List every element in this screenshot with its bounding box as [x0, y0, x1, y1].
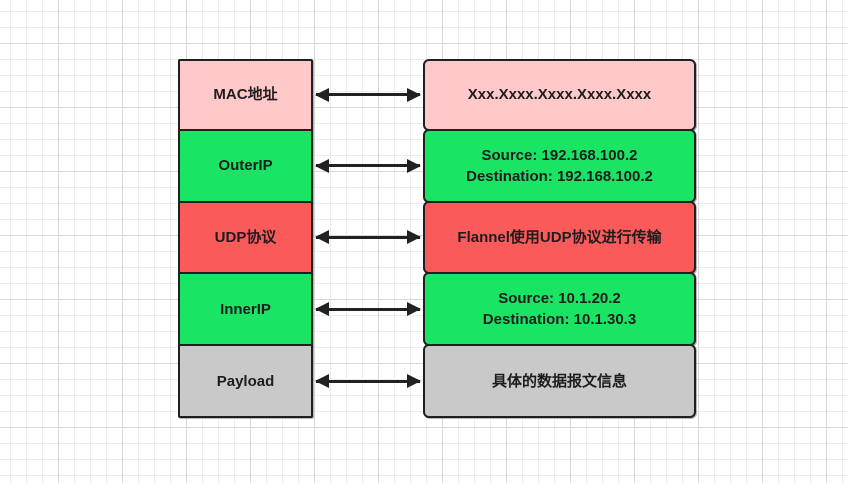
field-box-outerip[interactable]: OuterIP [178, 128, 313, 203]
double-arrow-icon[interactable] [316, 379, 420, 383]
double-arrow-icon[interactable] [316, 93, 420, 97]
value-box-outerip[interactable]: Source: 192.168.100.2 Destination: 192.1… [423, 128, 696, 203]
value-line: 具体的数据报文信息 [491, 372, 627, 390]
field-box-mac[interactable]: MAC地址 [178, 59, 313, 131]
double-arrow-icon[interactable] [316, 164, 420, 168]
connector-cell [313, 344, 423, 418]
field-label: MAC地址 [213, 86, 278, 104]
field-box-payload[interactable]: Payload [178, 344, 313, 418]
value-line: Destination: 10.1.30.3 [482, 311, 637, 329]
packet-structure-diagram: MAC地址 Xxx.Xxxx.Xxxx.Xxxx.Xxxx OuterIP So… [178, 59, 696, 418]
value-line: Flannel使用UDP协议进行传输 [457, 228, 662, 246]
connector-cell [313, 129, 423, 203]
connector-cell [313, 59, 423, 131]
field-label: UDP协议 [214, 228, 277, 246]
field-label: OuterIP [218, 157, 273, 175]
value-line: Source: 10.1.20.2 [498, 290, 621, 308]
value-box-udp[interactable]: Flannel使用UDP协议进行传输 [423, 200, 696, 275]
value-line: Destination: 192.168.100.2 [466, 167, 653, 185]
field-label: InnerIP [220, 300, 271, 318]
connector-cell [313, 201, 423, 275]
value-line: Source: 192.168.100.2 [481, 146, 638, 164]
field-label: Payload [216, 372, 275, 390]
value-box-mac[interactable]: Xxx.Xxxx.Xxxx.Xxxx.Xxxx [423, 59, 696, 131]
value-box-payload[interactable]: 具体的数据报文信息 [423, 344, 696, 418]
double-arrow-icon[interactable] [316, 307, 420, 311]
connector-cell [313, 272, 423, 346]
value-line: Xxx.Xxxx.Xxxx.Xxxx.Xxxx [467, 86, 652, 104]
value-box-innerip[interactable]: Source: 10.1.20.2 Destination: 10.1.30.3 [423, 272, 696, 347]
field-box-innerip[interactable]: InnerIP [178, 272, 313, 347]
field-box-udp[interactable]: UDP协议 [178, 200, 313, 275]
double-arrow-icon[interactable] [316, 235, 420, 239]
